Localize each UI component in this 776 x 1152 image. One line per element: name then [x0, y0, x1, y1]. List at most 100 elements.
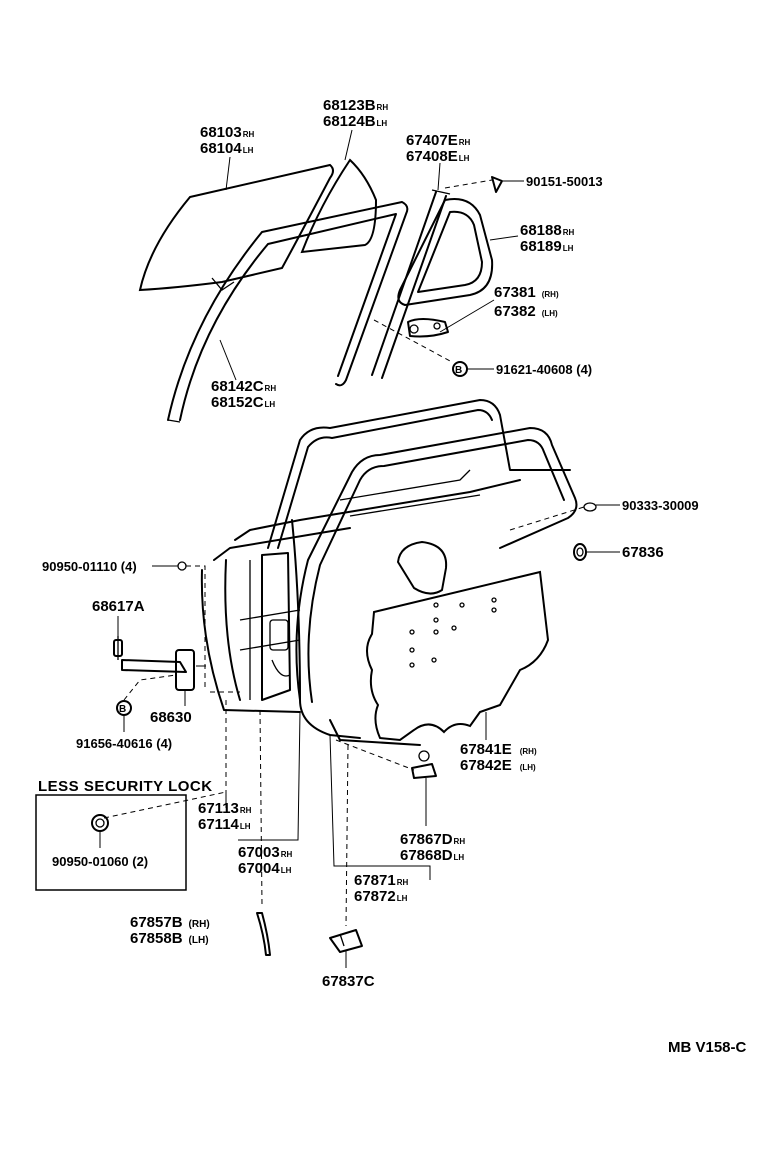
label-67408e: 67408E — [406, 148, 458, 165]
callout-67867d-67868d: 67867DRH 67868DLH — [400, 831, 465, 864]
label-68103: 68103 — [200, 124, 242, 141]
side-lh: (LH) — [189, 935, 209, 946]
label-90151-50013: 90151-50013 — [526, 174, 603, 189]
bolt-91656: B — [116, 700, 132, 716]
clip-67837c — [329, 929, 363, 953]
side-lh: LH — [563, 244, 574, 253]
label-67114: 67114 — [198, 816, 240, 833]
side-lh: LH — [454, 853, 465, 862]
label-67382: 67382 — [494, 303, 536, 320]
side-rh: RH — [459, 138, 471, 147]
svg-text:68104LH: 68104LH — [200, 140, 254, 157]
svg-text:67871RH: 67871RH — [354, 872, 408, 889]
side-rh: RH — [454, 837, 466, 846]
door-glass — [138, 163, 334, 292]
label-67857b: 67857B — [130, 914, 183, 931]
bumper-67836 — [573, 543, 587, 561]
label-91656-40616: 91656-40616 (4) — [76, 736, 172, 751]
side-rh: RH — [240, 806, 252, 815]
side-lh: LH — [243, 146, 254, 155]
diagram-code: MB V158-C — [668, 1039, 747, 1056]
side-rh: RH — [563, 228, 575, 237]
svg-text:67407ERH: 67407ERH — [406, 132, 470, 149]
label-68189: 68189 — [520, 238, 562, 255]
side-rh: RH — [281, 850, 293, 859]
svg-text:67113RH: 67113RH — [198, 800, 252, 817]
label-68152c: 68152C — [211, 394, 264, 411]
side-rh: (RH) — [542, 290, 559, 299]
svg-text:68188RH: 68188RH — [520, 222, 574, 239]
callout-67857b-67858b: 67857B(RH) 67858B (LH) — [130, 914, 210, 947]
label-90950-01060: 90950-01060 (2) — [52, 854, 148, 869]
callout-67841e-67842e: 67841E(RH) 67842E (LH) — [460, 741, 537, 774]
callout-67407e-67408e: 67407ERH 67408ELH — [406, 132, 470, 165]
division-bar — [371, 189, 451, 379]
label-67837c: 67837C — [322, 973, 375, 990]
svg-text:68124BLH: 68124BLH — [323, 113, 387, 130]
callout-67113-67114: 67113RH 67114LH — [198, 800, 252, 833]
svg-text:68142CRH: 68142CRH — [211, 378, 276, 395]
label-68617a: 68617A — [92, 598, 145, 615]
svg-text:67114LH: 67114LH — [198, 816, 251, 833]
label-67113: 67113 — [198, 800, 239, 817]
callout-68103-68104: 68103RH 68104LH — [200, 124, 254, 157]
label-90333-30009: 90333-30009 — [622, 498, 699, 513]
less-security-lock-title: LESS SECURITY LOCK — [38, 778, 213, 795]
label-68123b: 68123B — [323, 97, 376, 114]
plug-90333 — [583, 502, 597, 512]
side-rh: RH — [243, 130, 255, 139]
door-hole-cover — [366, 570, 550, 742]
label-67867d: 67867D — [400, 831, 453, 848]
door-weatherstrip — [295, 427, 578, 739]
label-67858b: 67858B — [130, 930, 183, 947]
svg-text:67867DRH: 67867DRH — [400, 831, 465, 848]
bolt-90950-01110 — [177, 561, 187, 571]
cover-67857b — [256, 912, 271, 956]
callout-67003-67004: 67003RH 67004LH — [238, 844, 292, 877]
bracket-67381 — [407, 318, 449, 338]
label-68124b: 68124B — [323, 113, 376, 130]
callout-67871-67872: 67871RH 67872LH — [354, 872, 408, 905]
retainer-67867d — [411, 750, 437, 779]
callout-68142c-68152c: 68142CRH 68152CLH — [211, 378, 276, 411]
side-lh: LH — [397, 894, 408, 903]
svg-text:67004LH: 67004LH — [238, 860, 292, 877]
label-67871: 67871 — [354, 872, 396, 889]
less-security-lock-box — [35, 794, 187, 891]
side-lh: LH — [240, 822, 251, 831]
leader-lines — [99, 129, 620, 968]
svg-text:68152CLH: 68152CLH — [211, 394, 275, 411]
label-67868d: 67868D — [400, 847, 453, 864]
svg-text:67381(RH): 67381(RH) — [494, 284, 559, 301]
side-rh: RH — [377, 103, 389, 112]
quarter-glass — [300, 158, 378, 254]
callout-67381-67382: 67381(RH) 67382 (LH) — [494, 284, 559, 320]
label-68630: 68630 — [150, 709, 192, 726]
label-67842e: 67842E — [460, 757, 512, 774]
label-67003: 67003 — [238, 844, 280, 861]
side-rh: RH — [397, 878, 409, 887]
label-67872: 67872 — [354, 888, 396, 905]
door-check — [113, 636, 195, 691]
side-lh: LH — [281, 866, 292, 875]
side-lh: (LH) — [542, 309, 558, 318]
svg-text:67857B(RH): 67857B(RH) — [130, 914, 210, 931]
glass-run-channel — [167, 201, 409, 423]
label-67004: 67004 — [238, 860, 280, 877]
quarter-window-weatherstrip — [397, 198, 494, 306]
service-hole — [397, 541, 448, 595]
label-68104: 68104 — [200, 140, 242, 157]
label-67836: 67836 — [622, 544, 664, 561]
label-90950-01110: 90950-01110 (4) — [42, 559, 137, 574]
svg-text:67868DLH: 67868DLH — [400, 847, 464, 864]
callout-68123b-68124b: 68123BRH 68124BLH — [323, 97, 388, 130]
svg-text:67841E(RH): 67841E(RH) — [460, 741, 537, 758]
svg-text:67858B(LH): 67858B (LH) — [130, 930, 209, 947]
svg-text:67408ELH: 67408ELH — [406, 148, 470, 165]
side-lh: (LH) — [520, 763, 536, 772]
side-rh: (RH) — [520, 747, 537, 756]
svg-text:67842E(LH): 67842E (LH) — [460, 757, 536, 774]
svg-text:68103RH: 68103RH — [200, 124, 254, 141]
label-68142c: 68142C — [211, 378, 264, 395]
